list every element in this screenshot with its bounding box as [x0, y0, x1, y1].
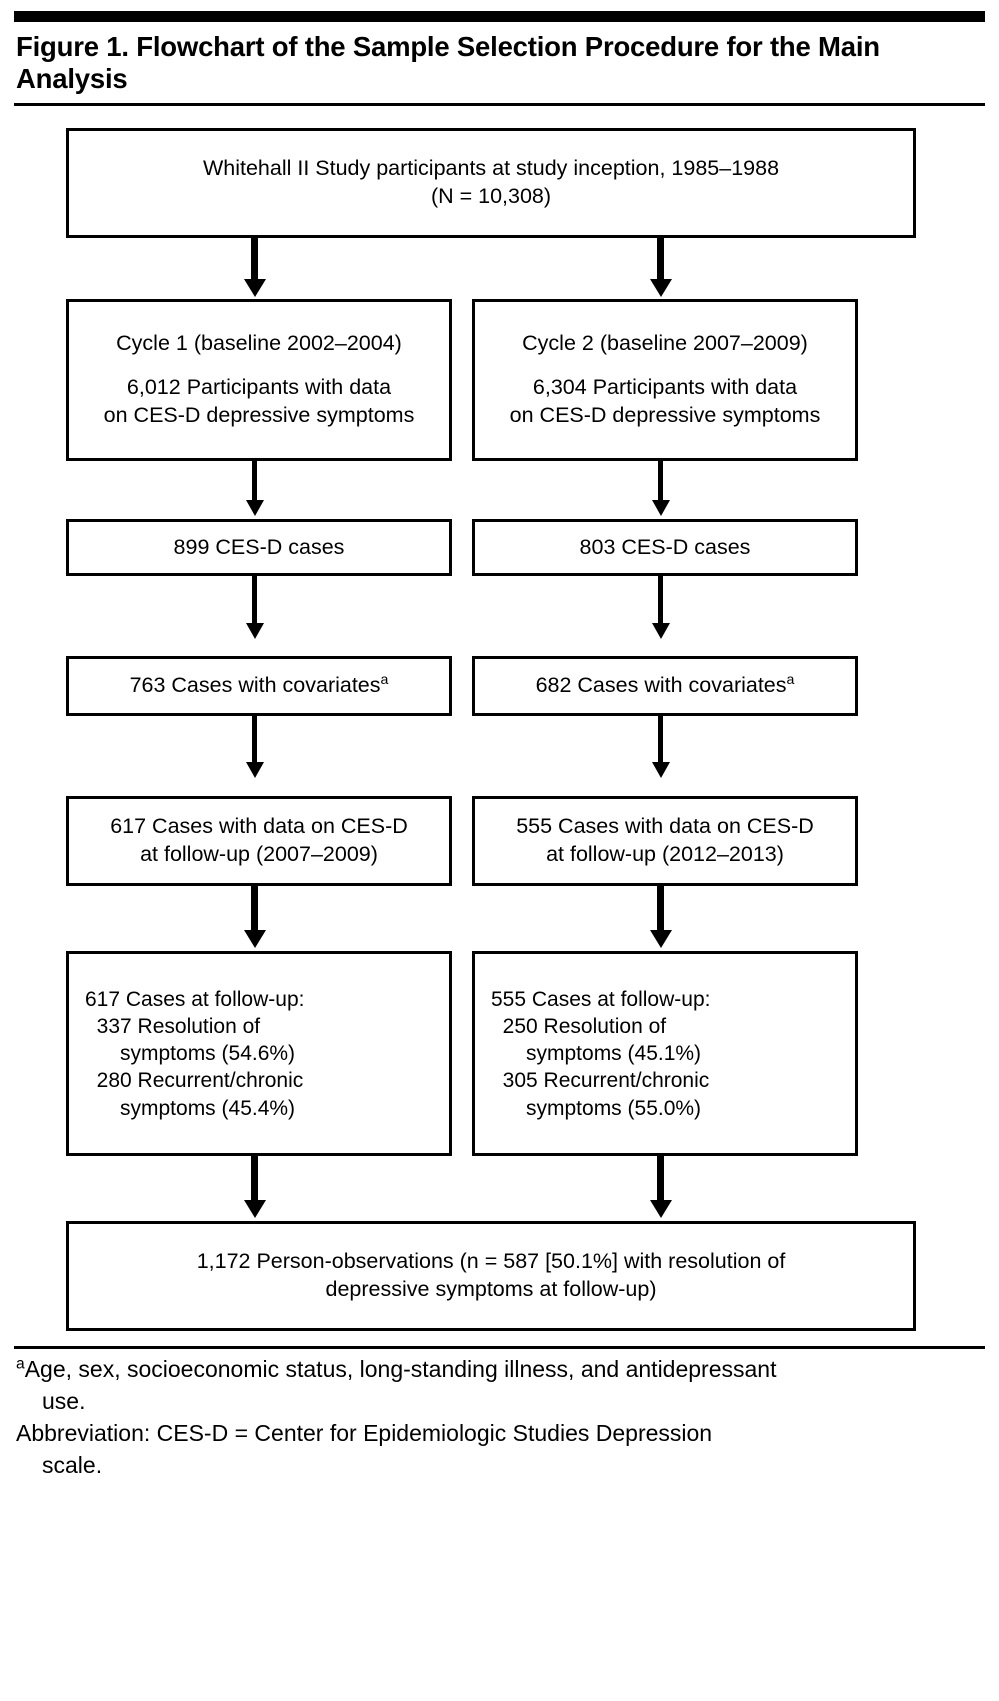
node-cycle1-line-2: 6,012 Participants with data	[126, 375, 392, 400]
top-rule	[14, 11, 985, 22]
node-fu2-line-1: 555 Cases with data on CES-D	[516, 814, 814, 839]
node-cov2-text: 682 Cases with covariates	[535, 673, 787, 698]
node-cases2-line-1: 803 CES-D cases	[579, 534, 751, 559]
spacer	[69, 358, 449, 374]
node-out2-line-4: 305 Recurrent/chronic	[491, 1069, 710, 1093]
node-cases2: 803 CES-D cases	[472, 519, 858, 577]
node-out1-line-5: symptoms (45.4%)	[85, 1096, 296, 1120]
node-cycle2: Cycle 2 (baseline 2007–2009) 6,304 Parti…	[472, 299, 858, 462]
node-fu1: 617 Cases with data on CES-D at follow-u…	[66, 796, 452, 887]
node-cycle1: Cycle 1 (baseline 2002–2004) 6,012 Parti…	[66, 299, 452, 462]
edge-cov1-to-fu1	[252, 716, 257, 764]
node-cov2-line-1: 682 Cases with covariatesa	[475, 672, 855, 700]
figure-title: Figure 1. Flowchart of the Sample Select…	[16, 31, 880, 95]
footnote-covariates-line-1: Age, sex, socioeconomic status, long-sta…	[24, 1356, 777, 1383]
footnote-covariates: aAge, sex, socioeconomic status, long-st…	[16, 1355, 985, 1385]
footnote-marker: a	[16, 1355, 25, 1373]
node-out2-line-3: symptoms (45.1%)	[491, 1042, 702, 1066]
edge-inception-to-cycle2	[657, 238, 664, 281]
edge-out2-to-final	[657, 1156, 664, 1202]
edge-cov2-to-fu2	[658, 716, 663, 764]
node-cycle2-line-2: 6,304 Participants with data	[532, 375, 798, 400]
figure-notes: aAge, sex, socioeconomic status, long-st…	[14, 1355, 985, 1481]
node-out2-line-1: 555 Cases at follow-up:	[491, 987, 711, 1011]
node-cov1-text: 763 Cases with covariates	[129, 673, 381, 698]
node-inception-line-2: (N = 10,308)	[430, 184, 552, 209]
footnote-covariates-line-2: use.	[42, 1388, 86, 1415]
node-cov1-footnote-marker: a	[380, 672, 389, 689]
node-out2-line-5: symptoms (55.0%)	[491, 1096, 702, 1120]
node-fu1-line-1: 617 Cases with data on CES-D	[110, 814, 408, 839]
node-cycle1-line-3: on CES-D depressive symptoms	[103, 403, 415, 428]
edge-cycle1-to-cases1	[252, 461, 257, 502]
abbreviation-line-2: scale.	[42, 1452, 103, 1479]
node-fu2-line-2: at follow-up (2012–2013)	[546, 842, 784, 867]
node-cov1: 763 Cases with covariatesa	[66, 656, 452, 717]
node-cases1: 899 CES-D cases	[66, 519, 452, 577]
node-out1-line-3: symptoms (54.6%)	[85, 1042, 296, 1066]
edge-cases2-to-cov2	[658, 576, 663, 625]
edge-fu1-to-out1	[251, 886, 258, 932]
edge-cases1-to-cov1	[252, 576, 257, 625]
edge-inception-to-cycle1	[251, 238, 258, 281]
node-inception-line-1: Whitehall II Study participants at study…	[202, 156, 780, 181]
edge-out1-to-final	[251, 1156, 258, 1202]
abbreviation-line-1: Abbreviation: CES-D = Center for Epidemi…	[16, 1420, 713, 1447]
node-fu1-line-2: at follow-up (2007–2009)	[140, 842, 378, 867]
footnote-rule	[14, 1346, 985, 1350]
title-underline	[14, 103, 985, 107]
node-cov2: 682 Cases with covariatesa	[472, 656, 858, 717]
node-cycle1-line-1: Cycle 1 (baseline 2002–2004)	[116, 331, 402, 356]
figure-page: Figure 1. Flowchart of the Sample Select…	[0, 11, 999, 1701]
node-fu2: 555 Cases with data on CES-D at follow-u…	[472, 796, 858, 887]
flowchart: Whitehall II Study participants at study…	[14, 106, 985, 1346]
node-out1-line-1: 617 Cases at follow-up:	[85, 987, 305, 1011]
node-final-line-2: depressive symptoms at follow-up)	[325, 1277, 657, 1302]
node-cov2-footnote-marker: a	[786, 672, 795, 689]
node-out1-line-4: 280 Recurrent/chronic	[85, 1069, 304, 1093]
node-final: 1,172 Person-observations (n = 587 [50.1…	[66, 1221, 916, 1332]
spacer	[475, 358, 855, 374]
edge-fu2-to-out2	[657, 886, 664, 932]
edge-cycle2-to-cases2	[658, 461, 663, 502]
node-final-line-1: 1,172 Person-observations (n = 587 [50.1…	[196, 1249, 786, 1274]
node-out2: 555 Cases at follow-up: 250 Resolution o…	[472, 951, 858, 1157]
node-cycle2-line-3: on CES-D depressive symptoms	[509, 403, 821, 428]
node-cov1-line-1: 763 Cases with covariatesa	[69, 672, 449, 700]
node-out1-line-2: 337 Resolution of	[85, 1014, 261, 1038]
node-inception: Whitehall II Study participants at study…	[66, 128, 916, 239]
node-cases1-line-1: 899 CES-D cases	[173, 534, 345, 559]
node-out1: 617 Cases at follow-up: 337 Resolution o…	[66, 951, 452, 1157]
node-cycle2-line-1: Cycle 2 (baseline 2007–2009)	[522, 331, 808, 356]
node-out2-line-2: 250 Resolution of	[491, 1014, 667, 1038]
